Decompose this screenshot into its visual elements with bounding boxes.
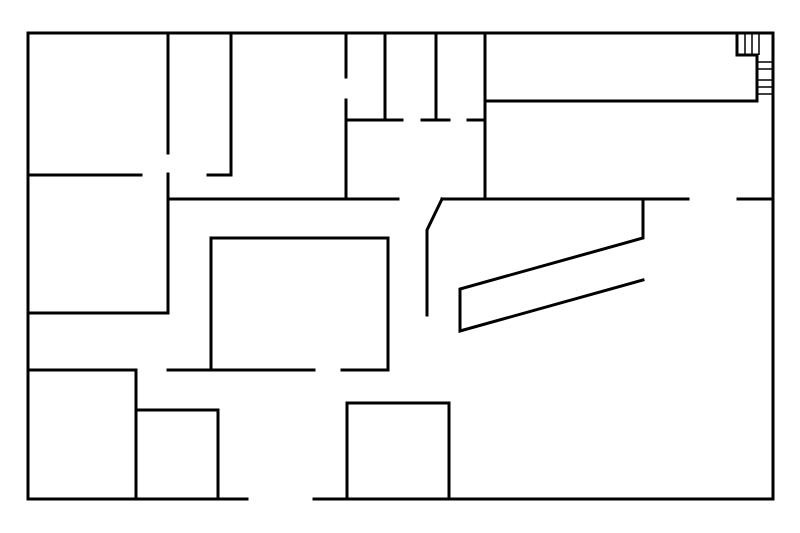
top-middle-offices [344, 31, 759, 201]
center-room [166, 236, 390, 372]
bottom-rooms [26, 368, 451, 501]
outer-walls [26, 31, 775, 501]
top-left-rooms [26, 31, 400, 315]
outer-wall-top-left-right [26, 31, 775, 501]
staircase [735, 31, 773, 103]
angled-partition [458, 197, 645, 333]
wall [206, 31, 233, 177]
wall [209, 236, 390, 372]
angled-wall [425, 196, 445, 317]
wall [26, 368, 138, 501]
wall [135, 408, 220, 501]
right-area [425, 196, 775, 333]
stair-outline [735, 31, 759, 103]
wall [345, 401, 451, 501]
